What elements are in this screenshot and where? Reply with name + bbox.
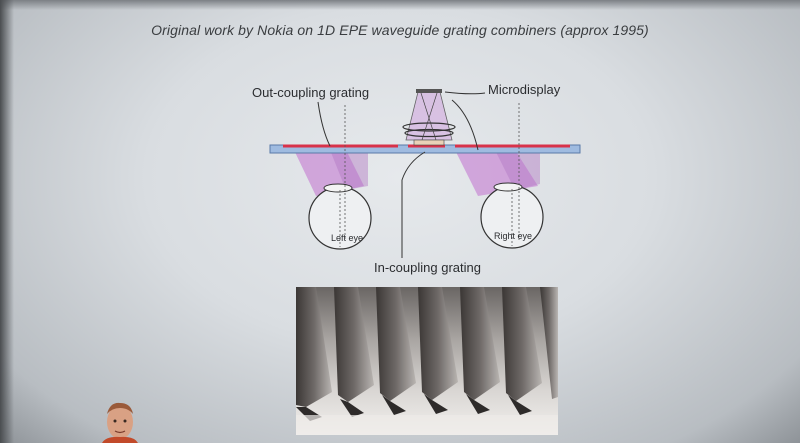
- in-coupling-grating-label: In-coupling grating: [374, 260, 481, 275]
- screen-top-edge: [0, 0, 800, 10]
- in-coupling-leader: [401, 151, 426, 258]
- grating-micrograph: [296, 287, 558, 435]
- presenter-figure: [102, 402, 138, 443]
- left-light-cone-shade: [330, 150, 368, 190]
- right-eye-drawing: [480, 182, 544, 249]
- out-coupling-grating-label: Out-coupling grating: [252, 85, 370, 100]
- microdisplay-label: Microdisplay: [488, 82, 561, 97]
- left-eye-label: Left eye: [331, 233, 364, 243]
- right-light-cone-shade: [495, 150, 540, 190]
- out-coupling-leader: [317, 101, 331, 147]
- slide-caption: Original work by Nokia on 1D EPE wavegui…: [151, 22, 649, 38]
- screen-left-edge: [0, 0, 14, 443]
- right-eye-label: Right eye: [494, 231, 533, 241]
- microdisplay-optics: [402, 89, 456, 146]
- microdisplay-leader: [444, 91, 486, 95]
- grating-ridges: [296, 287, 558, 435]
- microdisplay-side-leader: [451, 99, 479, 151]
- left-eye-drawing: [308, 183, 372, 250]
